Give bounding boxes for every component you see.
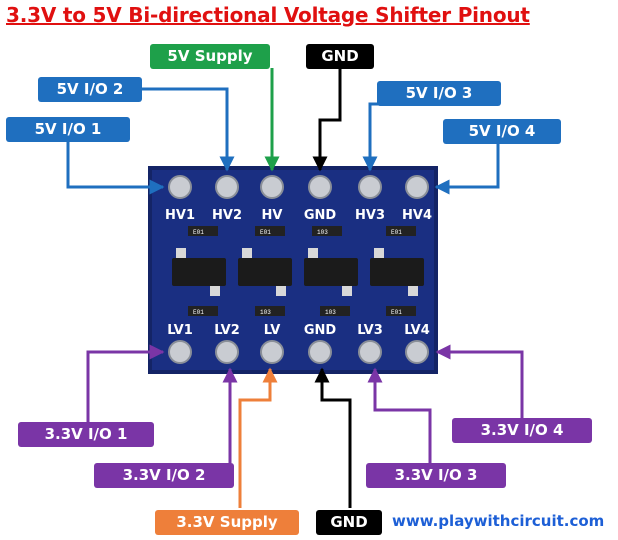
resistor-marking: E01 <box>260 229 271 236</box>
page-title: 3.3V to 5V Bi-directional Voltage Shifte… <box>6 3 530 27</box>
pin-label-hv4: HV4 <box>402 208 432 223</box>
label-3v3-io-4: 3.3V I/O 4 <box>452 418 592 443</box>
pin-label-lv2: LV2 <box>214 323 240 338</box>
pin-label-hv: HV <box>262 208 283 223</box>
connector-hv-io3 <box>362 102 378 172</box>
resistor-marking: E01 <box>391 309 402 316</box>
label-5v-io-3: 5V I/O 3 <box>377 81 501 106</box>
label-5v-io-1: 5V I/O 1 <box>6 117 130 142</box>
connector-hv-io1 <box>66 142 165 195</box>
connector-gnd-top <box>312 68 342 172</box>
pin-label-hv2: HV2 <box>212 208 242 223</box>
connector-hv-io4 <box>434 144 500 195</box>
pin-label-lv4: LV4 <box>404 323 430 338</box>
top-header-pins <box>168 175 429 199</box>
connector-gnd-bottom <box>314 367 352 508</box>
label-3v3-io-1: 3.3V I/O 1 <box>18 422 154 447</box>
connector-lv-io4 <box>435 344 524 418</box>
pin-label-hv3: HV3 <box>355 208 385 223</box>
pin-label-lv1: LV1 <box>167 323 193 338</box>
connector-hv-io2 <box>140 87 235 172</box>
label-5v-io-2: 5V I/O 2 <box>38 77 142 102</box>
resistor-marking: 103 <box>317 229 328 236</box>
resistor-marking: 103 <box>260 309 271 316</box>
resistor-marking: E01 <box>193 309 204 316</box>
level-shifter-board: E01 E01 103 E01 E01 103 103 E01 HV1 HV2 … <box>148 166 438 374</box>
resistor-marking: E01 <box>391 229 402 236</box>
label-5v-io-4: 5V I/O 4 <box>443 119 561 144</box>
pin-label-gnd-bottom: GND <box>304 323 337 338</box>
website-url[interactable]: www.playwithcircuit.com <box>392 512 605 530</box>
resistor-marking: 103 <box>325 309 336 316</box>
connector-lv-supply <box>238 367 278 508</box>
label-gnd-top: GND <box>306 44 374 69</box>
resistor-marking: E01 <box>193 229 204 236</box>
connector-lv-io3 <box>367 367 432 463</box>
mosfets <box>172 248 424 296</box>
label-gnd-bottom: GND <box>316 510 382 535</box>
bottom-header-pins <box>168 340 429 364</box>
connector-lv-io1 <box>86 344 165 422</box>
pin-label-gnd-top: GND <box>304 208 337 223</box>
label-5v-supply: 5V Supply <box>150 44 270 69</box>
pin-label-lv: LV <box>264 323 281 338</box>
label-3v3-supply: 3.3V Supply <box>155 510 299 535</box>
label-3v3-io-3: 3.3V I/O 3 <box>366 463 506 488</box>
pin-label-hv1: HV1 <box>165 208 195 223</box>
label-3v3-io-2: 3.3V I/O 2 <box>94 463 234 488</box>
pin-label-lv3: LV3 <box>357 323 383 338</box>
resistors <box>188 226 416 316</box>
